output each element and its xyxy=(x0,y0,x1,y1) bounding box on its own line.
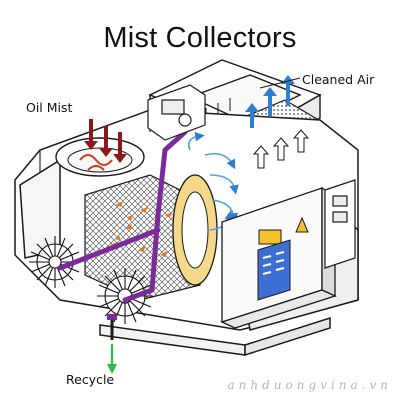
cleaning-pipe xyxy=(57,129,188,303)
cleaned-air-label: Cleaned Air xyxy=(302,72,375,87)
oil-mist-label: Oil Mist xyxy=(26,100,73,115)
callout-lines xyxy=(259,77,301,89)
recycle-drain xyxy=(107,314,117,374)
brush-right xyxy=(97,268,153,324)
cleaned-air-arrows xyxy=(245,75,295,128)
recycle-label: Recycle xyxy=(66,372,115,387)
housing-flow-arrows xyxy=(252,129,310,169)
oil-mist-arrows xyxy=(84,119,127,163)
fan-motor xyxy=(147,84,206,141)
oil-mist-inlet xyxy=(55,137,145,177)
diagram-title: Mist Collectors xyxy=(103,22,297,54)
electrical-box xyxy=(220,186,337,329)
side-control-panel xyxy=(324,179,356,269)
watermark: anhduongvina.vn xyxy=(227,378,392,392)
brush-left xyxy=(29,236,81,288)
